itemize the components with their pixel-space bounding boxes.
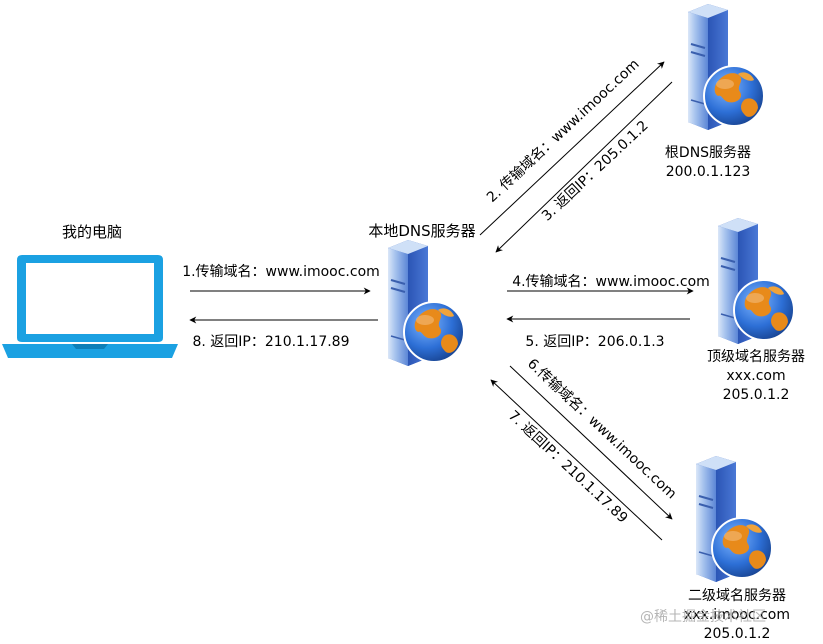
local-dns-label: 本地DNS服务器 [368, 222, 475, 240]
step-8-label: 8. 返回IP：210.1.17.89 [193, 334, 350, 350]
root-dns-ip: 200.0.1.123 [666, 164, 751, 180]
step-5-label: 5. 返回IP：206.0.1.3 [525, 334, 664, 350]
second-dns-ip: 205.0.1.2 [704, 626, 771, 642]
second-dns-label: 二级域名服务器 [688, 588, 786, 604]
tld-dns-domain: xxx.com [726, 368, 785, 384]
second-level-dns-server-icon [695, 455, 773, 583]
watermark: @稀土掘金技术社区 [640, 609, 766, 625]
arrow-step-6 [509, 365, 673, 520]
tld-dns-ip: 205.0.1.2 [723, 387, 790, 403]
arrow-step-2 [479, 61, 665, 236]
local-dns-server-icon [387, 239, 465, 367]
step-7-label: 7. 返回IP：210.1.17.89 [505, 408, 631, 527]
second-dns-domain: xxx.imooc.com [684, 607, 790, 623]
root-dns-server-icon [687, 3, 765, 131]
step-1-label: 1.传输域名：www.imooc.com [182, 264, 380, 280]
step-6-label: 6.传输域名：www.imooc.com [524, 356, 679, 502]
tld-dns-label: 顶级域名服务器 [707, 349, 805, 365]
step-2-label: 2. 传输域名：www.imooc.com [484, 56, 643, 205]
computer-label: 我的电脑 [62, 223, 122, 241]
tld-dns-server-icon [717, 217, 795, 345]
laptop-icon [2, 255, 178, 358]
arrow-step-7 [490, 379, 663, 541]
root-dns-label: 根DNS服务器 [665, 145, 751, 161]
step-4-label: 4.传输域名：www.imooc.com [512, 274, 710, 290]
arrow-step-3 [495, 81, 673, 253]
